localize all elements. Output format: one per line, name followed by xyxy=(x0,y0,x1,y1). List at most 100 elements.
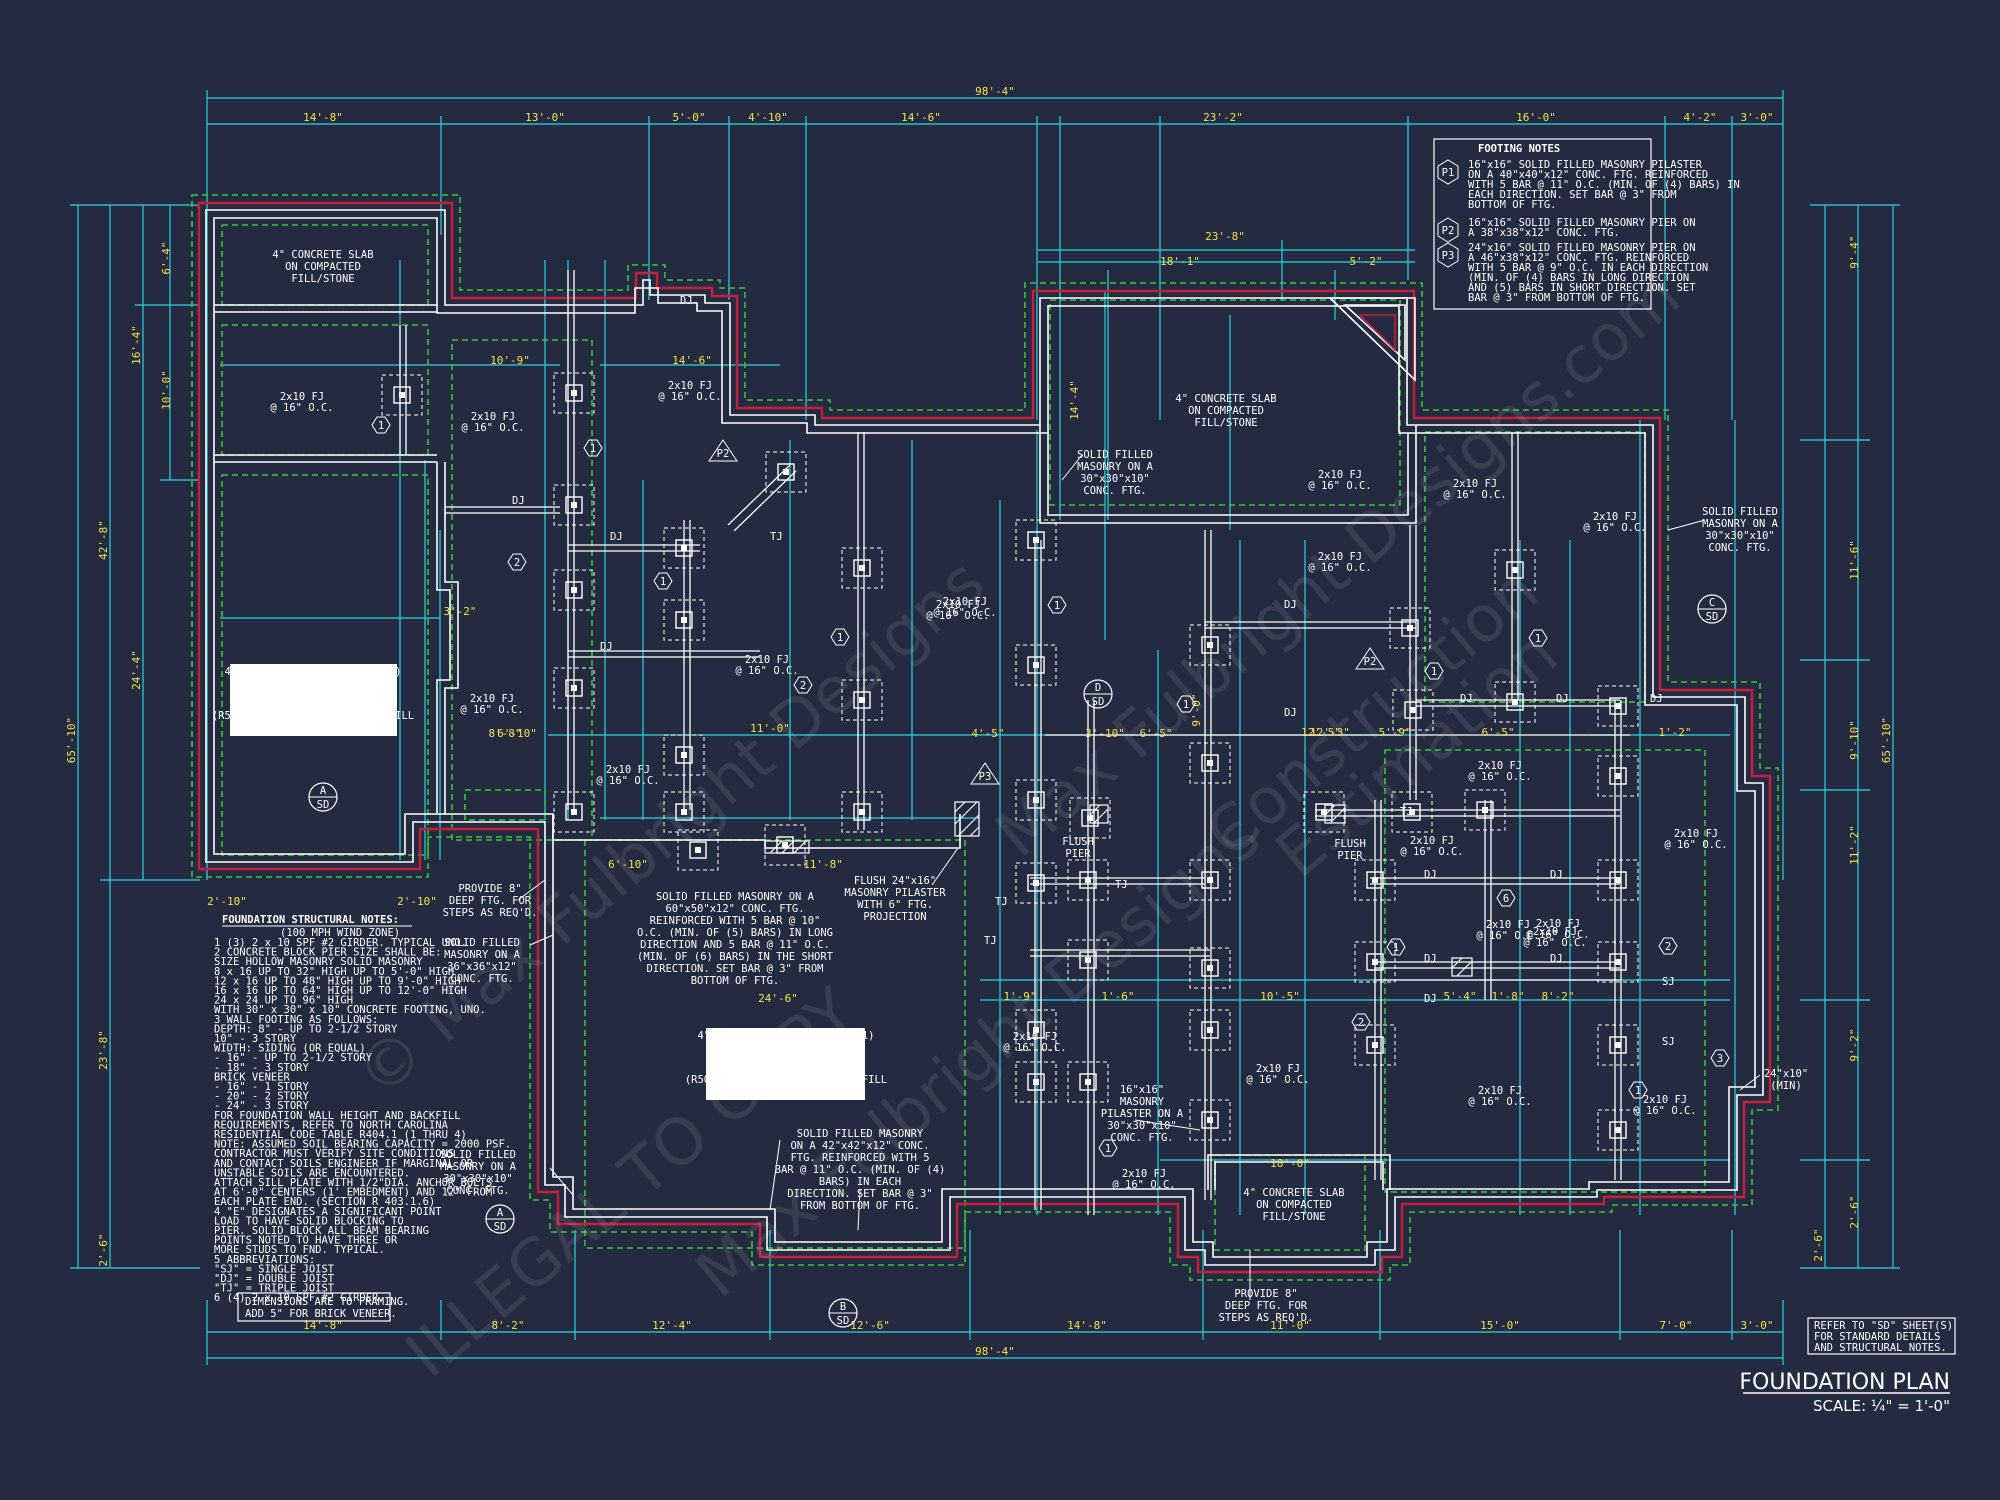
girder-lines xyxy=(399,270,1630,1215)
structural-note-line-19: REQUIREMENTS, REFER TO NORTH CAROLINA xyxy=(214,1119,449,1131)
garage-slab-note-left-line-4: REQUIRED) ON BASE COURSE xyxy=(237,699,389,711)
joist-spacing-5: @ 16" O.C. xyxy=(1443,489,1506,501)
pier-footing-21 xyxy=(1189,1009,1231,1051)
solid-masonry-note-3-line-4: CONC. FTG. xyxy=(450,973,513,985)
joist-label-4: 2x10 FJ xyxy=(1318,469,1362,481)
refer-note-line-1: REFER TO "SD" SHEET(S) xyxy=(1814,1320,1953,1332)
slab-note-top-center-line-2: ON COMPACTED xyxy=(1188,405,1264,417)
pier-6 xyxy=(675,611,693,629)
pier-footing-18 xyxy=(1189,742,1231,784)
structural-note-line-28: 4 "E" DESIGNATES A SIGNIFICANT POINT xyxy=(214,1206,442,1218)
solid-masonry-note-60-line-1: SOLID FILLED MASONRY ON A xyxy=(656,891,815,903)
dim-bottom-9: 3'-0" xyxy=(1740,1319,1773,1332)
dim-inner-8: 11'-8" xyxy=(803,858,843,871)
pier-19 xyxy=(1201,871,1219,889)
joist-label-21: 2x10 FJ xyxy=(1674,828,1718,840)
pier-core-45 xyxy=(681,809,687,815)
dim-top-7: 16'-0" xyxy=(1516,111,1556,124)
dim-left-4: 16'-4" xyxy=(130,325,143,365)
dim-inner-22: 8'-8" xyxy=(488,727,521,740)
dim-inner-1: 18'-1" xyxy=(1160,255,1200,268)
joist-label-16: 2x10 FJ xyxy=(1013,1031,1057,1043)
solid-masonry-note-42-line-1: SOLID FILLED MASONRY xyxy=(797,1128,924,1140)
tj-marker-0: TJ xyxy=(770,531,783,543)
pier-core-5 xyxy=(681,545,687,551)
slab-note-top-center-line-3: FILL/STONE xyxy=(1194,417,1257,429)
framing-note-line-1: DIMENSIONS ARE TO FRAMING. xyxy=(245,1296,409,1308)
solid-masonry-note-3-line-1: SOLID FILLED xyxy=(444,937,520,949)
joist-label-18: 2x10 FJ xyxy=(1478,1085,1522,1097)
dj-marker-13: DJ xyxy=(1424,993,1437,1005)
solid-masonry-note-4-line-3: 30"x30"x10" xyxy=(443,1173,513,1185)
pier-core-23 xyxy=(1407,625,1413,631)
pier-footing-23 xyxy=(1389,607,1431,649)
note-tag-2 xyxy=(653,572,673,590)
pier-core-39 xyxy=(1085,877,1091,883)
note-tag-number-2: 1 xyxy=(660,576,666,588)
pier-core-22 xyxy=(1207,1117,1213,1123)
joist-label-1: 2x10 FJ xyxy=(471,411,515,423)
structural-note-line-10: 10" - 3 STORY xyxy=(214,1033,297,1045)
dim-right-6: 2'-6" xyxy=(1848,1195,1861,1228)
note-tag-number-9: 1 xyxy=(1635,1085,1641,1097)
joist-spacing-16: @ 16" O.C. xyxy=(1003,1042,1066,1054)
dim-inner-6: 2'-10" xyxy=(397,895,437,908)
solid-masonry-note-42-line-5: BARS) IN EACH xyxy=(819,1176,901,1188)
section-sheet-sec-d: SD xyxy=(1092,696,1105,708)
footing-tag-P1 xyxy=(1437,159,1459,185)
dim-right-1: 9'-4" xyxy=(1848,235,1861,268)
footing-note-2-line-5: BAR @ 3" FROM BOTTOM OF FTG. xyxy=(1468,292,1645,304)
section-letter-sec-d: D xyxy=(1095,682,1101,694)
note-tag-7 xyxy=(1424,662,1444,680)
pier-footing-14 xyxy=(1015,862,1057,904)
tj-marker-3: TJ xyxy=(1400,806,1413,818)
flush-pier-note-2-line-2: PIER xyxy=(1337,850,1363,862)
pier-footing-24 xyxy=(1392,689,1434,731)
min-24-note-line-1: 24"x10" xyxy=(1764,1068,1808,1080)
solid-masonry-note-4-line-1: SOLID FILLED xyxy=(440,1149,516,1161)
dj-marker-4: DJ xyxy=(1460,693,1473,705)
footing-note-0-line-2: WITH 5 BAR @ 11" O.C. (MIN. OF (4) BARS)… xyxy=(1468,179,1740,191)
solid-masonry-note-3-line-3: 36"x36"x12" xyxy=(447,961,517,973)
flush-pier-note-1-line-2: PIER xyxy=(1065,848,1091,860)
dj-marker-10: DJ xyxy=(1550,953,1563,965)
pier-footing-32 xyxy=(1597,755,1639,797)
pier-core-43 xyxy=(695,847,701,853)
solid-masonry-note-42-line-6: DIRECTION. SET BAR @ 3" xyxy=(787,1188,932,1200)
pier-core-24 xyxy=(1410,707,1416,713)
pier-46 xyxy=(853,803,871,821)
structural-note-line-17: - 24" - 3 STORY xyxy=(214,1100,310,1112)
pier-10 xyxy=(853,691,871,709)
pier-footing-36 xyxy=(1597,1109,1639,1151)
dim-bottom-4: 12'-6" xyxy=(850,1319,890,1332)
pier-footing-1 xyxy=(553,372,595,414)
dim-right-7: 2'-6" xyxy=(1812,1228,1825,1261)
structural-note-line-21: NOTE: ASSUMED SOIL BEARING CAPACITY = 20… xyxy=(214,1139,511,1151)
garage-slab-note-box-left xyxy=(230,664,397,736)
structural-note-line-26: AT 6'-0" CENTERS (1' EMBEDMENT) AND 12" … xyxy=(214,1187,492,1199)
joist-label-11: 2x10 FJ xyxy=(606,764,650,776)
solid-masonry-note-60-line-5: DIRECTION AND 5 BAR @ 11" O.C. xyxy=(640,939,830,951)
dim-inner-24: 12'-5" xyxy=(1301,726,1341,739)
joist-spacing-20: @ 16" O.C. xyxy=(1112,1179,1175,1191)
note-tag-number-0: 1 xyxy=(378,420,384,432)
solid-masonry-note-60-line-8: BOTTOM OF FTG. xyxy=(691,975,780,987)
pier-footing-40 xyxy=(1069,797,1111,839)
tj-marker-2: TJ xyxy=(1115,879,1128,891)
structural-note-line-30: PIER. SOLID BLOCK ALL BEAM BEARING xyxy=(214,1225,429,1237)
note-tag-6 xyxy=(1528,629,1548,647)
leader-lines xyxy=(517,454,1761,1300)
structural-note-line-29: LOAD TO HAVE SOLID BLOCKING TO xyxy=(214,1215,404,1227)
pier-core-1 xyxy=(571,390,577,396)
joist-label-14: 2x10 FJ xyxy=(1486,919,1530,931)
joist-label-13: 2x10 FJ xyxy=(1410,835,1454,847)
dj-marker-3: DJ xyxy=(1284,599,1297,611)
joist-spacing-22: @ 16" O.C. xyxy=(1526,929,1589,941)
structural-note-line-6: 24 x 24 UP TO 96" HIGH xyxy=(214,995,353,1007)
structural-notes-subheading: (100 MPH WIND ZONE) xyxy=(280,927,400,939)
pier-footing-27 xyxy=(1354,859,1396,901)
structural-note-line-7: WITH 30" x 30" x 10" CONCRETE FOOTING, U… xyxy=(214,1004,486,1016)
dj-marker-1: DJ xyxy=(610,531,623,543)
dj-marker-0: DJ xyxy=(512,495,525,507)
solid-masonry-note-60-line-7: DIRECTION. SET BAR @ 3" FROM xyxy=(646,963,823,975)
